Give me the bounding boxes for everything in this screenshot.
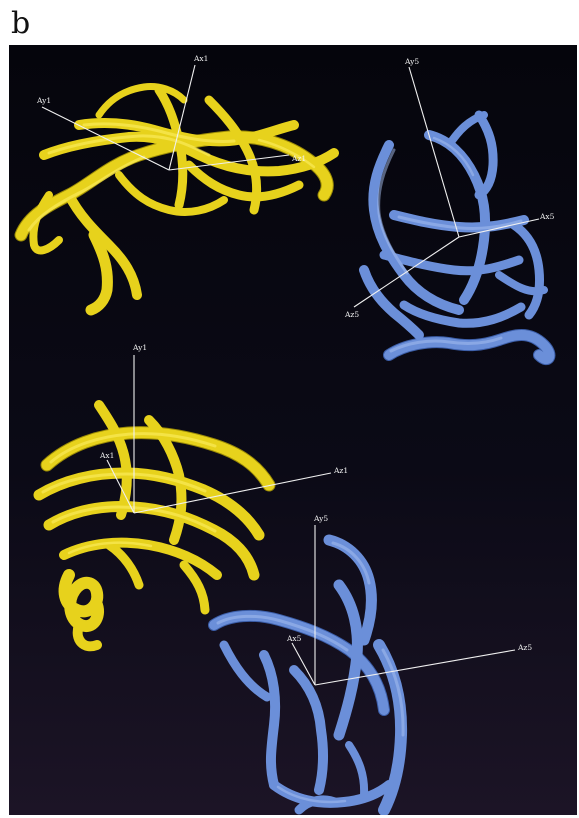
axis-label-ay1: Ay1 [36,96,51,105]
axis-label-az5-lower: Az5 [517,643,532,652]
axis-label-az5: Az5 [344,310,359,319]
protein-render: Ay1 Ax1 Az1 [9,45,577,815]
axis-label-ax1: Ax1 [193,54,208,63]
axis-label-ax5: Ax5 [539,212,555,221]
axis-label-ay1-lower: Ay1 [132,343,147,352]
protein-structure-figure: Ay1 Ax1 Az1 [9,45,577,815]
axis-label-ay5: Ay5 [404,57,419,66]
axis-label-az1: Az1 [291,154,306,163]
axis-label-ax5-lower: Ax5 [286,634,302,643]
panel-label: b [11,8,30,40]
axis-label-ax1-lower: Ax1 [99,451,114,460]
axis-label-ay5-lower: Ay5 [313,514,328,523]
axis-label-az1-lower: Az1 [333,466,348,475]
